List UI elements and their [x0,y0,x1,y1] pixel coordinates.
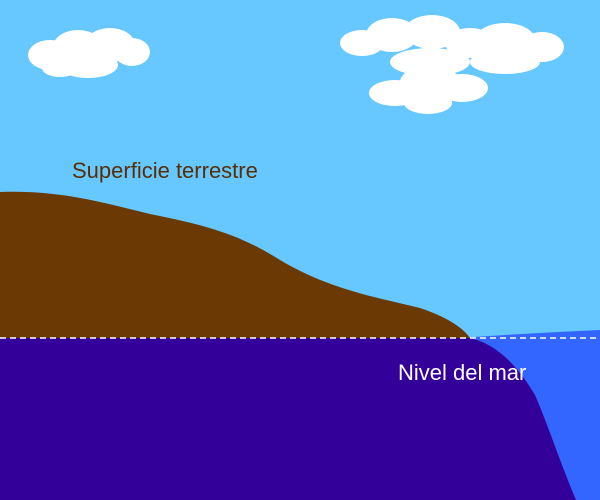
land-surface-label: Superficie terrestre [72,158,258,183]
sea-level-label: Nivel del mar [398,360,526,385]
deep-water [0,338,576,500]
cloud-left [28,28,150,78]
cloud-right [340,15,564,114]
land-mass [0,191,470,338]
